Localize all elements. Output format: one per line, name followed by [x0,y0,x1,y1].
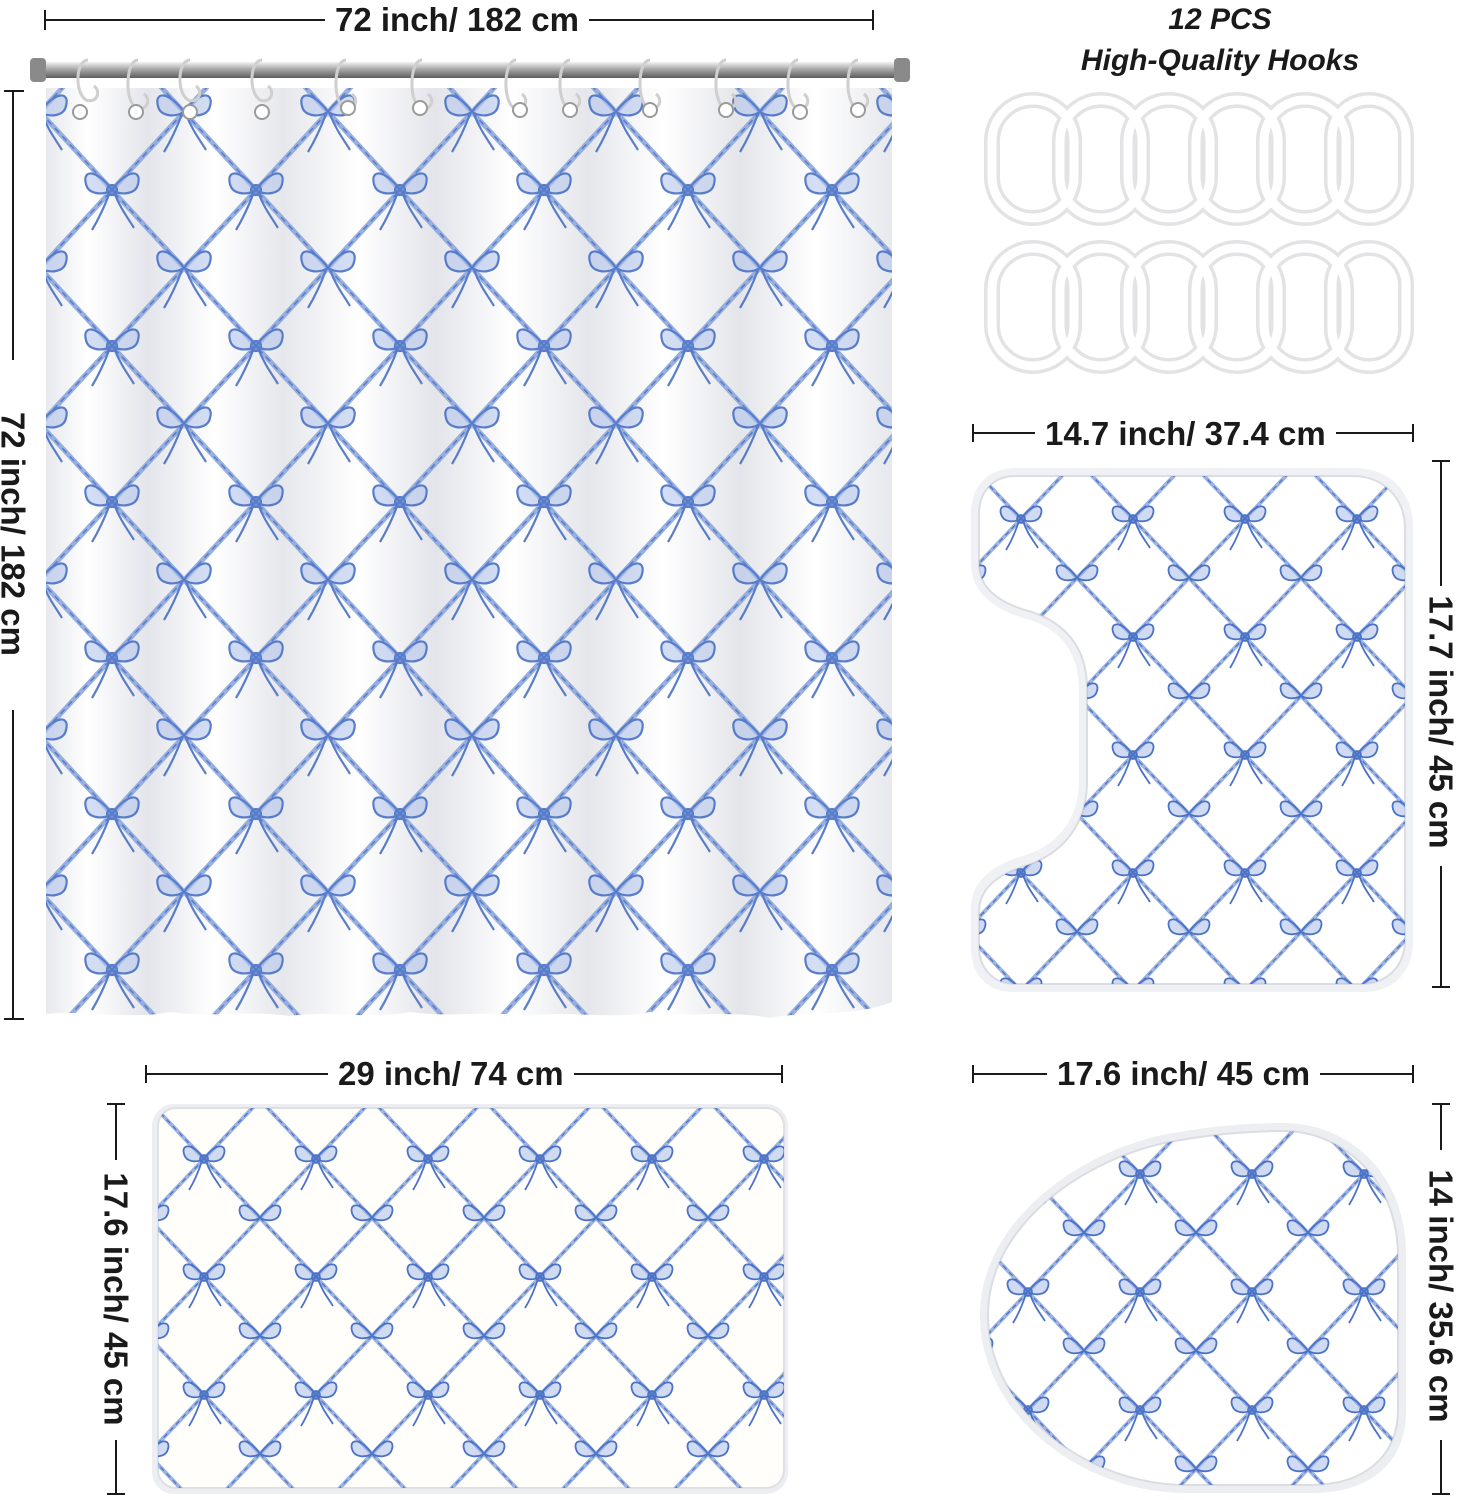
curtain-width-label: 72 inch/ 182 cm [325,3,589,36]
contour-mat-pattern [979,476,1405,984]
contour-mat [971,468,1413,992]
hooks-count: 12 PCS [1168,3,1272,36]
lid-width-label: 17.6 inch/ 45 cm [1047,1057,1321,1090]
lid-cover [980,1123,1406,1493]
contour-width-label: 14.7 inch/ 37.4 cm [1035,417,1336,450]
hooks-title-block: 12 PCS High-Quality Hooks [1020,0,1420,81]
contour-height-label: 17.7 inch/ 45 cm [1422,595,1459,849]
curtain-bow-pattern [46,88,892,1018]
curtain-rod [34,62,906,78]
bath-mat [152,1104,788,1494]
bathmat-height-label: 17.6 inch/ 45 cm [97,1172,135,1426]
hooks-rings [984,92,1414,374]
curtain-height-label: 72 inch/ 182 cm [0,412,32,656]
bathmat-width-label: 29 inch/ 74 cm [328,1057,574,1090]
lid-cover-pattern [988,1131,1398,1485]
bath-mat-pattern [158,1108,784,1488]
shower-curtain [30,58,910,1018]
lid-height-label: 14 inch/ 35.6 cm [1422,1169,1459,1423]
hooks-title: High-Quality Hooks [1080,43,1360,77]
